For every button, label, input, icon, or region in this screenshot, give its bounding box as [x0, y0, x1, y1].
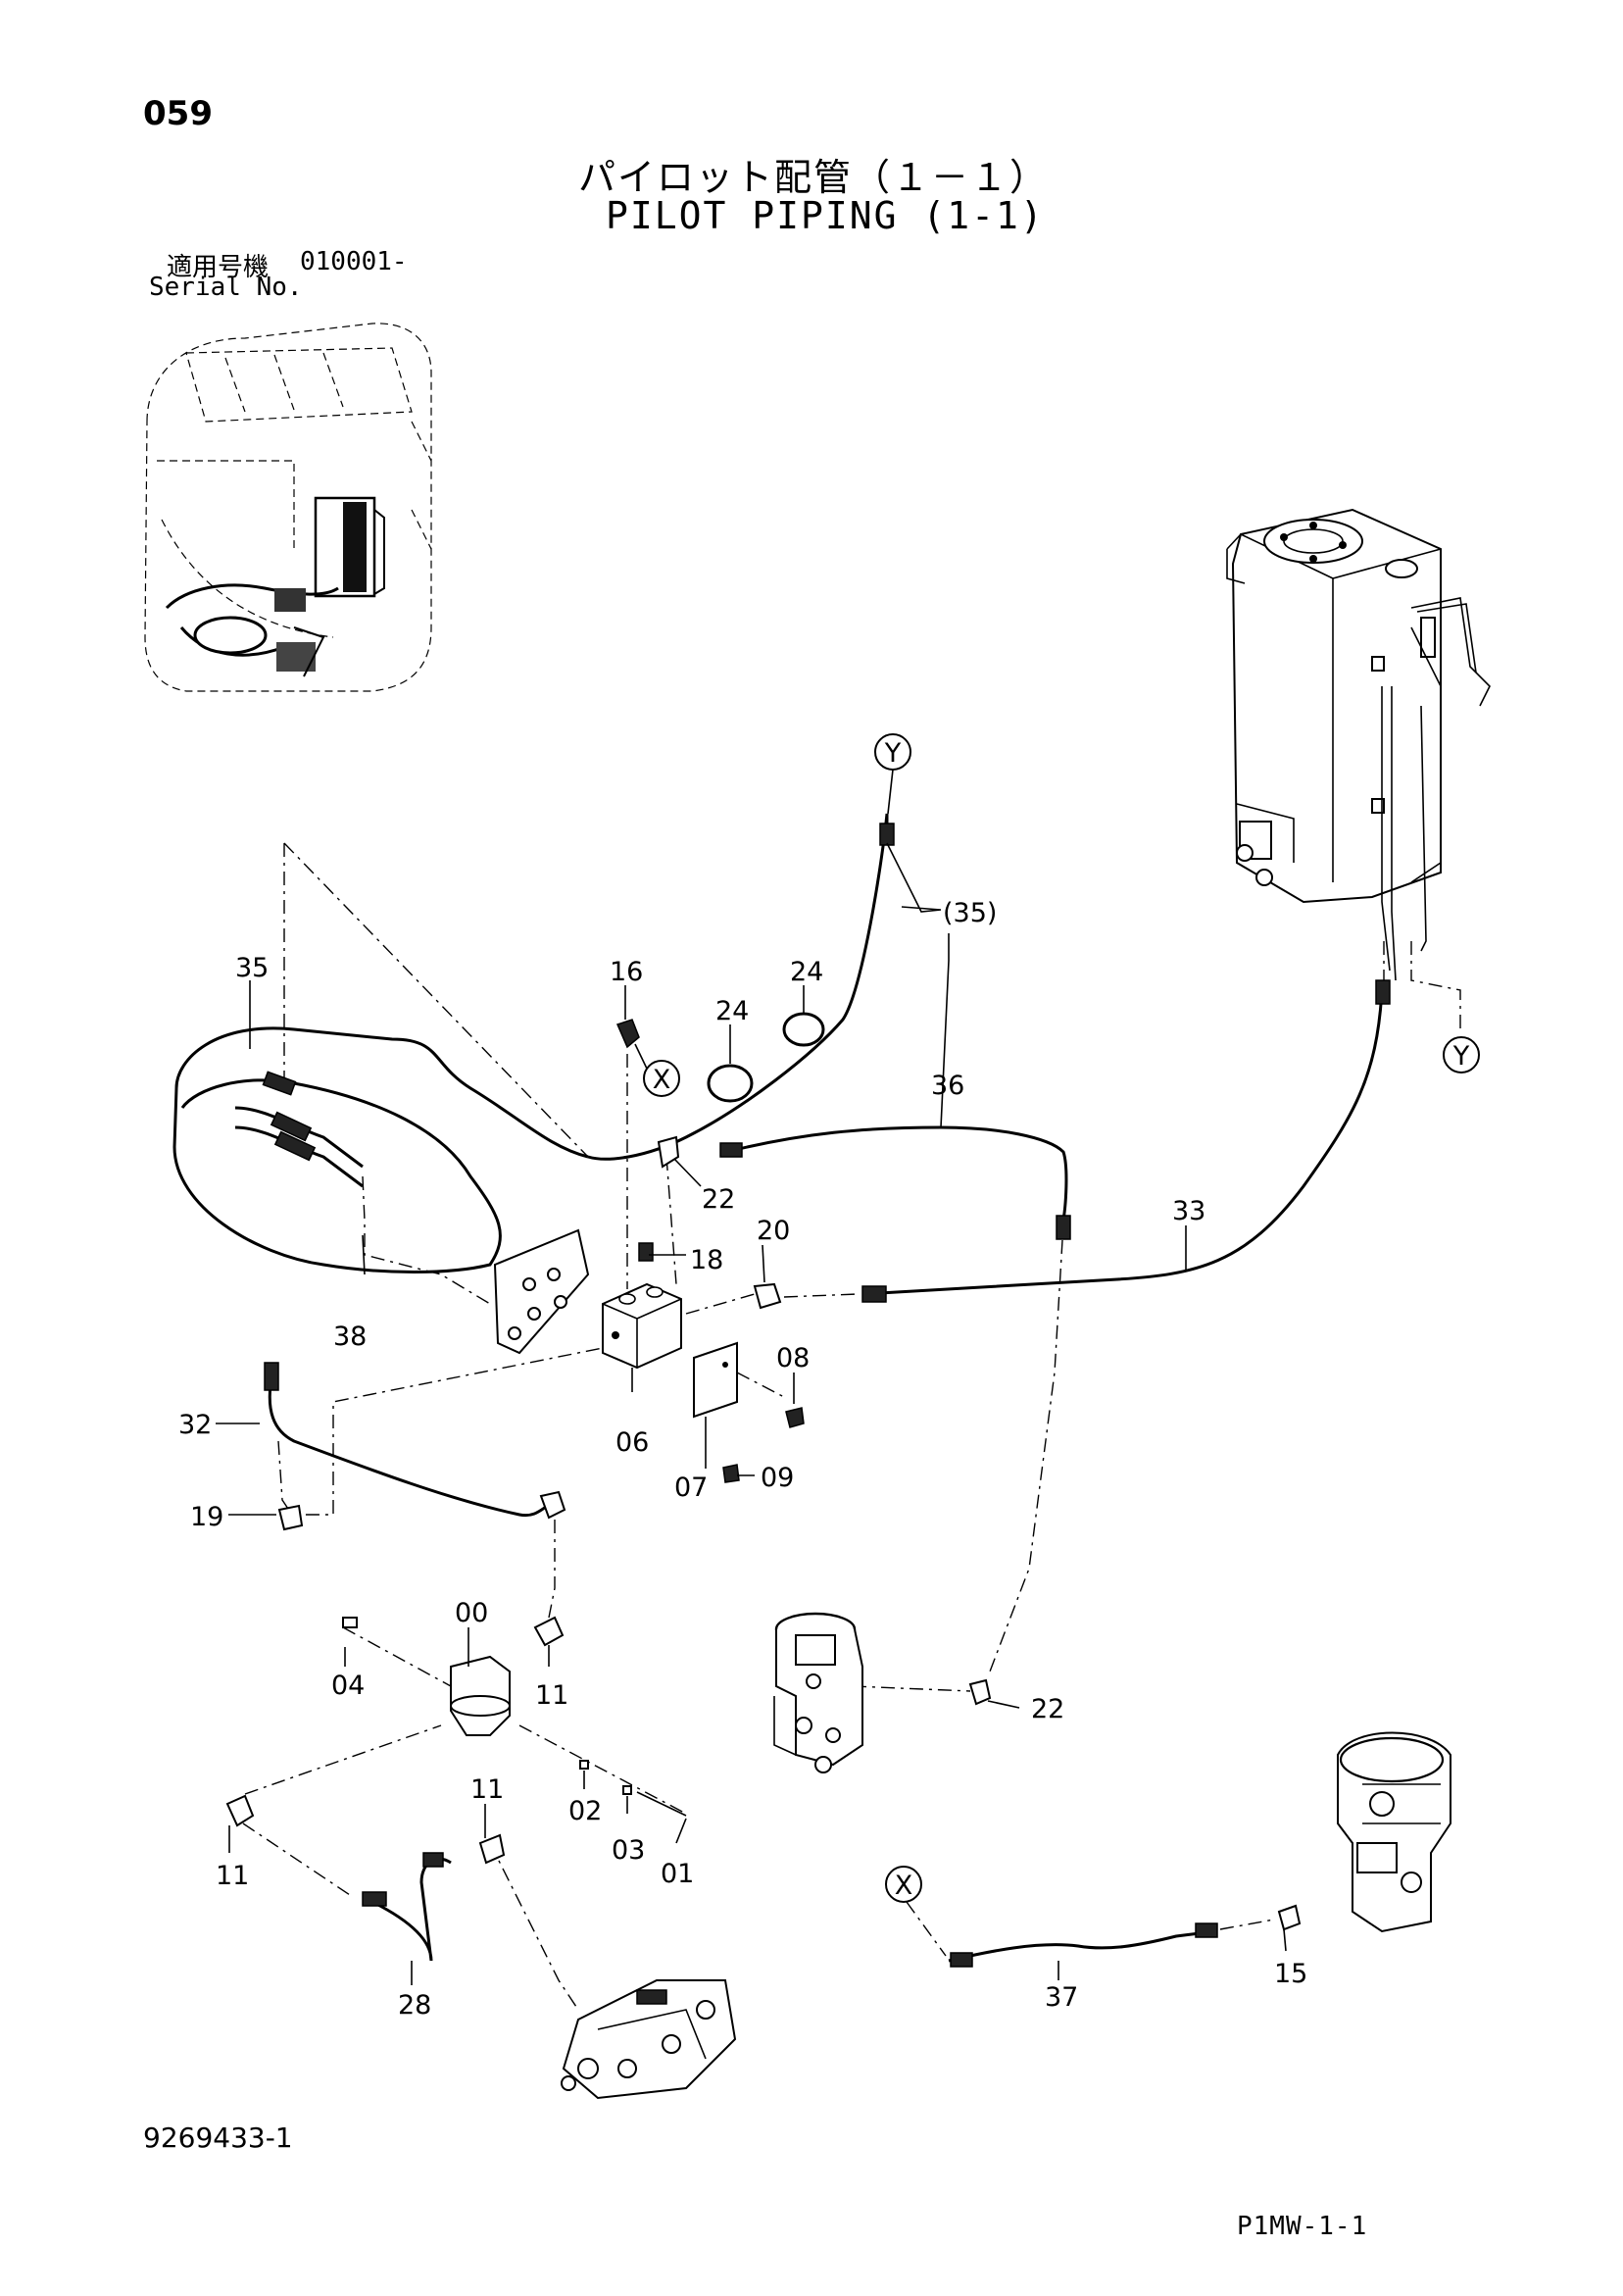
valve-block-06 [602, 1282, 682, 1370]
dash-line-20 [685, 1293, 756, 1315]
connector-y-top: Y [874, 733, 911, 815]
callout-08: 08 [776, 1343, 810, 1373]
callout-03: 03 [612, 1835, 645, 1866]
page-number: 059 [143, 94, 213, 133]
callout-33: 33 [1172, 1196, 1205, 1226]
dash-line-22-swivel [852, 1685, 971, 1692]
hydraulic-tank-illustration [1226, 508, 1491, 1029]
connector-y-right: Y [1443, 1036, 1480, 1073]
bracket [493, 1228, 590, 1355]
callout-11-upper: 11 [535, 1680, 568, 1711]
page-title-japanese: パイロット配管（１－１） [578, 156, 1050, 199]
hydraulic-pump [561, 1979, 737, 2100]
callout-20: 20 [757, 1216, 790, 1246]
callout-35: 35 [235, 953, 269, 983]
hose-32 [264, 1362, 566, 1619]
callout-35-ref: (35) [943, 898, 997, 928]
callout-19: 19 [190, 1502, 223, 1532]
connector-x-mid: X [634, 1043, 680, 1097]
callout-07: 07 [674, 1472, 708, 1503]
connector-x-bottom: X [885, 1866, 922, 1903]
hose-38 [234, 1106, 491, 1305]
callout-leaders [216, 842, 1287, 1985]
travel-motor [1337, 1731, 1451, 1933]
machine-overview-illustration [144, 323, 432, 692]
callout-15: 15 [1274, 1959, 1307, 1989]
connector-y-right-label: Y [1452, 1041, 1470, 1072]
serial-number-value: 010001- [300, 247, 408, 276]
callout-18: 18 [690, 1245, 723, 1275]
dash-line-valve-to-hose32 [294, 1342, 628, 1516]
callout-22-swivel: 22 [1031, 1694, 1064, 1724]
hose-37 [906, 1901, 1275, 1968]
callout-22-upper: 22 [702, 1184, 735, 1215]
serial-label-english: Serial No. [149, 273, 303, 302]
dash-line-22-to-block [665, 1156, 677, 1285]
hose-33 [783, 941, 1391, 1303]
serial-label-japanese: 適用号機 [167, 253, 270, 282]
callout-24-left: 24 [715, 996, 749, 1026]
callout-37: 37 [1045, 1982, 1078, 2013]
callout-24-right: 24 [790, 957, 823, 987]
center-swivel-joint [773, 1612, 863, 1773]
page-code: P1MW-1-1 [1237, 2212, 1368, 2241]
connector-x-mid-label: X [653, 1065, 671, 1095]
callout-09: 09 [761, 1463, 794, 1493]
callout-36: 36 [931, 1071, 964, 1101]
connector-y-top-label: Y [884, 738, 902, 769]
hose-35 [172, 813, 895, 1273]
dash-line-upper [283, 842, 589, 1158]
callout-labels: 35 16 24 24 (35) 36 22 33 20 18 38 08 32… [178, 898, 1307, 2021]
dash-line-11-pump [489, 1842, 579, 2011]
dash-line-11-left [244, 1724, 442, 1795]
fittings [225, 1012, 1302, 1931]
callout-11-left: 11 [216, 1861, 249, 1891]
hose-36 [719, 1125, 1071, 1672]
callout-02: 02 [568, 1796, 602, 1826]
callout-38: 38 [333, 1322, 367, 1352]
callout-01: 01 [661, 1859, 694, 1889]
callout-00: 00 [455, 1598, 488, 1628]
connector-x-bottom-label: X [895, 1871, 913, 1901]
callout-04: 04 [331, 1671, 365, 1701]
plate-07 [693, 1341, 785, 1419]
document-number: 9269433-1 [143, 2121, 293, 2154]
callout-28: 28 [398, 1990, 431, 2021]
page-title-english: PILOT PIPING (1-1) [606, 194, 1045, 237]
callout-32: 32 [178, 1410, 212, 1440]
callout-11-lower: 11 [470, 1774, 504, 1805]
hose-28 [242, 1822, 452, 1962]
callout-06: 06 [615, 1427, 649, 1458]
dash-line-00-assembly [342, 1626, 687, 1815]
callout-16: 16 [610, 957, 643, 987]
